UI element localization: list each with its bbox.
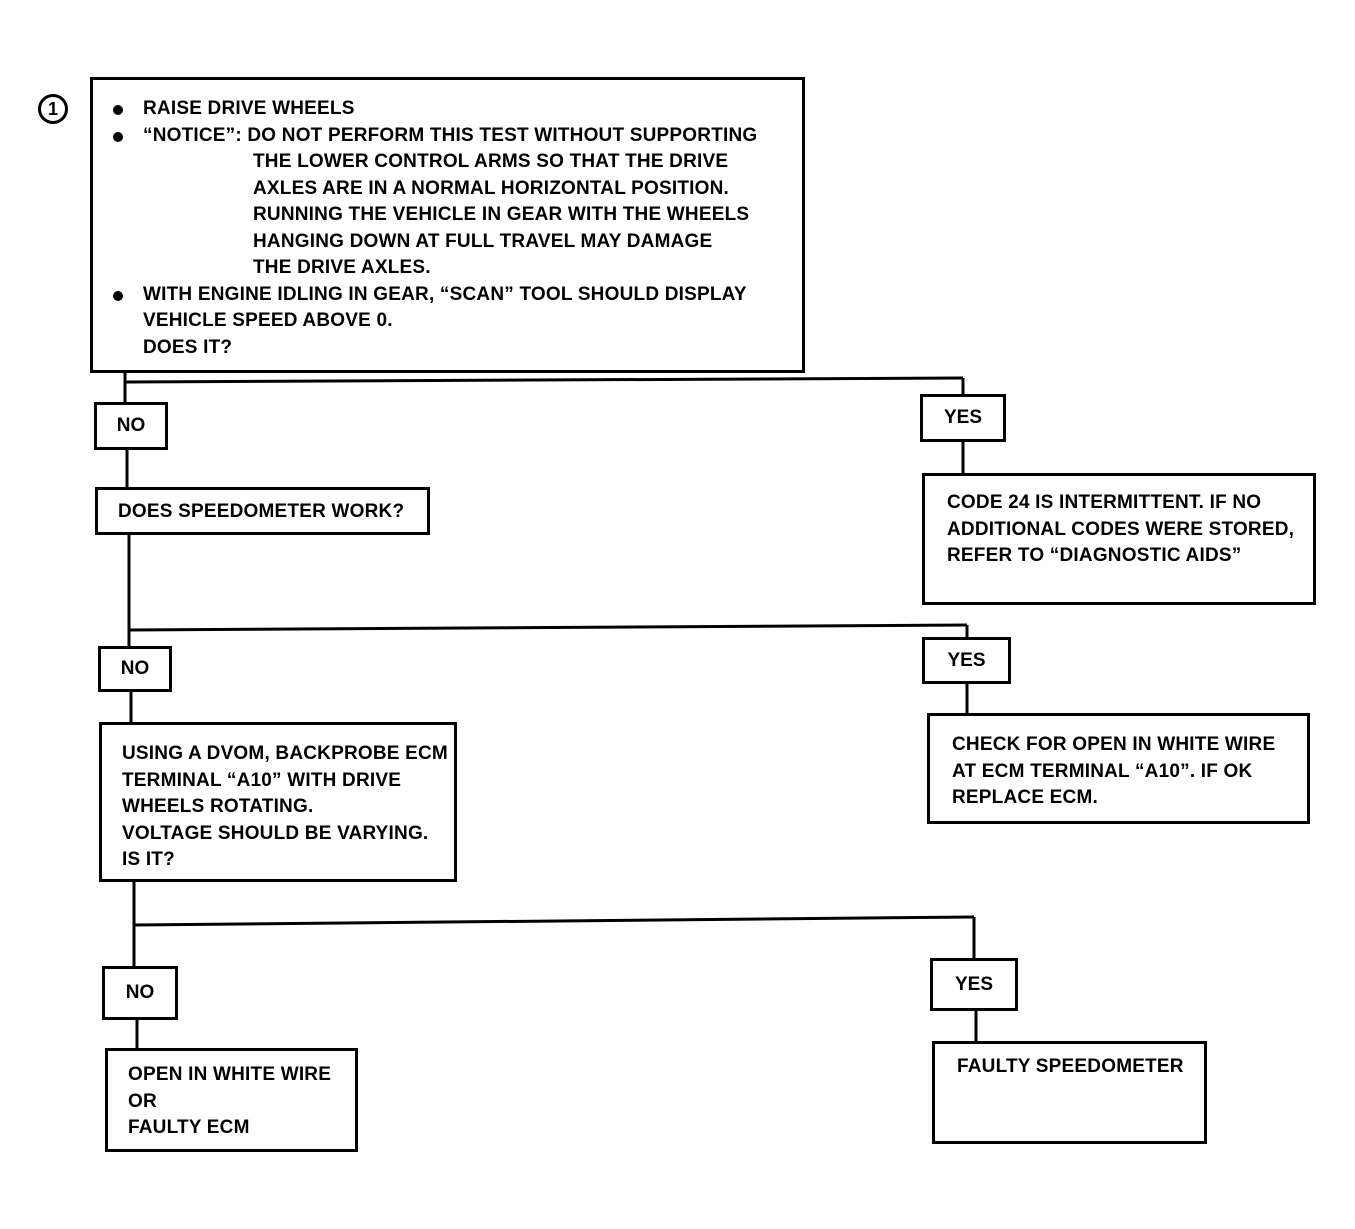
bullet-dot xyxy=(113,131,123,142)
branch3-yes-label: YES xyxy=(930,958,1018,1011)
branch1-no-label: NO xyxy=(94,402,168,450)
branch2-no-label: NO xyxy=(98,646,172,692)
dvom-backprobe-box: USING A DVOM, BACKPROBE ECM TERMINAL “A1… xyxy=(99,722,457,882)
branch1-yes-label: YES xyxy=(920,394,1006,442)
bullet-dot xyxy=(113,290,123,301)
scan-tool-line: DOES IT? xyxy=(143,336,233,358)
branch3-no-label: NO xyxy=(102,966,178,1020)
notice-body: THE LOWER CONTROL ARMS SO THAT THE DRIVE… xyxy=(143,149,792,282)
code24-intermittent-box: CODE 24 IS INTERMITTENT. IF NO ADDITIONA… xyxy=(922,473,1316,605)
notice-line: DO NOT PERFORM THIS TEST WITHOUT SUPPORT… xyxy=(247,124,758,146)
bullet-dot xyxy=(113,105,123,115)
notice-line: THE LOWER CONTROL ARMS SO THAT THE DRIVE xyxy=(253,151,729,172)
step-number: 1 xyxy=(47,98,58,119)
faulty-speedometer-box: FAULTY SPEEDOMETER xyxy=(932,1041,1207,1144)
notice-line: THE DRIVE AXLES. xyxy=(253,257,431,278)
bullet-raise-wheels: RAISE DRIVE WHEELS xyxy=(93,96,792,123)
step-number-marker: 1 xyxy=(38,94,68,124)
bullet-notice: “NOTICE”: DO NOT PERFORM THIS TEST WITHO… xyxy=(93,123,792,282)
check-white-wire-box: CHECK FOR OPEN IN WHITE WIRE AT ECM TERM… xyxy=(927,713,1310,824)
connector-branch2-horizontal xyxy=(128,623,968,632)
notice-line: RUNNING THE VEHICLE IN GEAR WITH THE WHE… xyxy=(253,204,750,225)
open-white-wire-box: OPEN IN WHITE WIRE OR FAULTY ECM xyxy=(105,1048,358,1152)
raise-wheels-text: RAISE DRIVE WHEELS xyxy=(143,98,355,119)
connector-branch3-horizontal xyxy=(133,915,975,927)
scan-tool-line: WITH ENGINE IDLING IN GEAR, “SCAN” TOOL … xyxy=(143,283,747,305)
speedometer-question-box: DOES SPEEDOMETER WORK? xyxy=(95,487,430,535)
start-instruction-box: RAISE DRIVE WHEELS “NOTICE”: DO NOT PERF… xyxy=(90,77,805,373)
notice-label: “NOTICE”: xyxy=(143,124,242,146)
bullet-scan-tool: WITH ENGINE IDLING IN GEAR, “SCAN” TOOL … xyxy=(93,282,792,362)
branch2-yes-label: YES xyxy=(922,637,1011,684)
connector-branch1-horizontal xyxy=(124,376,964,384)
scan-tool-line: VEHICLE SPEED ABOVE 0. xyxy=(143,310,393,331)
notice-line: HANGING DOWN AT FULL TRAVEL MAY DAMAGE xyxy=(253,230,713,252)
notice-line: AXLES ARE IN A NORMAL HORIZONTAL POSITIO… xyxy=(253,177,730,199)
